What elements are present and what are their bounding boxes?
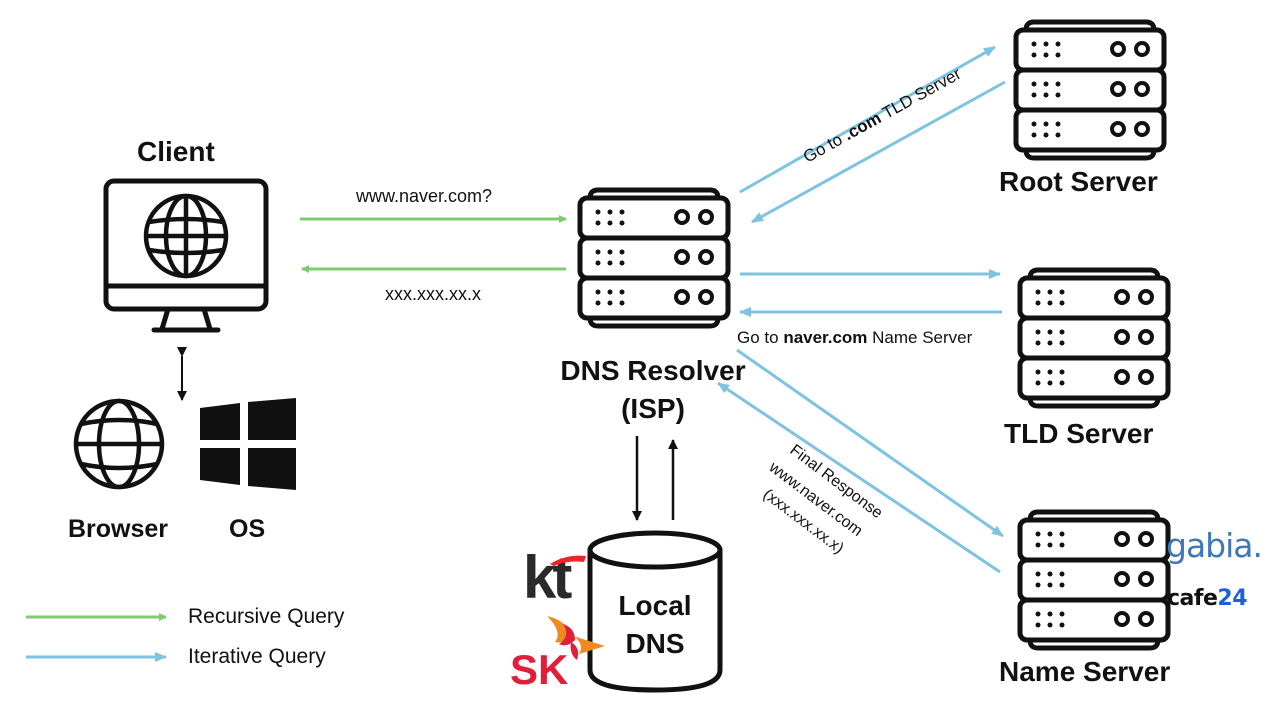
local-dns-label-line2: DNS (625, 628, 685, 659)
name-server-label: Name Server (999, 656, 1171, 687)
resolver-server-icon (576, 186, 732, 332)
tld-reply-prefix: Go to (737, 328, 784, 347)
local-dns-cylinder-icon (587, 530, 723, 693)
browser-globe-icon (73, 398, 165, 490)
browser-label: Browser (68, 515, 169, 543)
tld-reply-label: Go to naver.com Name Server (737, 328, 972, 348)
legend-recursive-label: Recursive Query (188, 605, 345, 628)
query-label: www.naver.com? (356, 186, 493, 206)
kt-logo-swoosh (550, 555, 586, 566)
arrow-resolver-to-name (736, 348, 1004, 538)
resolver-label-line1: DNS Resolver (560, 355, 746, 386)
gabia-logo: gabia. (1166, 526, 1263, 565)
cafe24-logo: cafe24 (1167, 586, 1248, 611)
cafe24-logo-number: 24 (1217, 586, 1248, 611)
tld-reply-bold: naver.com (783, 328, 868, 347)
resolver-label-line2: (ISP) (621, 393, 685, 424)
root-server-label: Root Server (999, 166, 1158, 197)
cafe24-logo-text: cafe (1167, 586, 1218, 611)
tld-server-label: TLD Server (1004, 418, 1154, 449)
local-dns-label-line1: Local (618, 590, 692, 621)
client-label: Client (137, 136, 215, 167)
kt-logo: kt (523, 544, 572, 611)
tld-server-icon (1016, 266, 1172, 412)
sk-butterfly-logo (547, 616, 605, 660)
sk-logo-text: SK (510, 646, 569, 693)
monitor-globe-icon (103, 178, 269, 333)
root-server-icon (1012, 18, 1168, 164)
legend-iterative-label: Iterative Query (188, 645, 326, 668)
arrow-root-to-resolver (751, 80, 1006, 224)
windows-logo-icon (200, 398, 296, 490)
arrow-resolver-to-root (739, 45, 996, 194)
arrow-name-to-resolver (717, 381, 1001, 574)
name-server-icon (1016, 508, 1172, 654)
answer-label: xxx.xxx.xx.x (385, 284, 482, 304)
os-label: OS (229, 515, 266, 543)
tld-reply-suffix: Name Server (867, 328, 973, 347)
